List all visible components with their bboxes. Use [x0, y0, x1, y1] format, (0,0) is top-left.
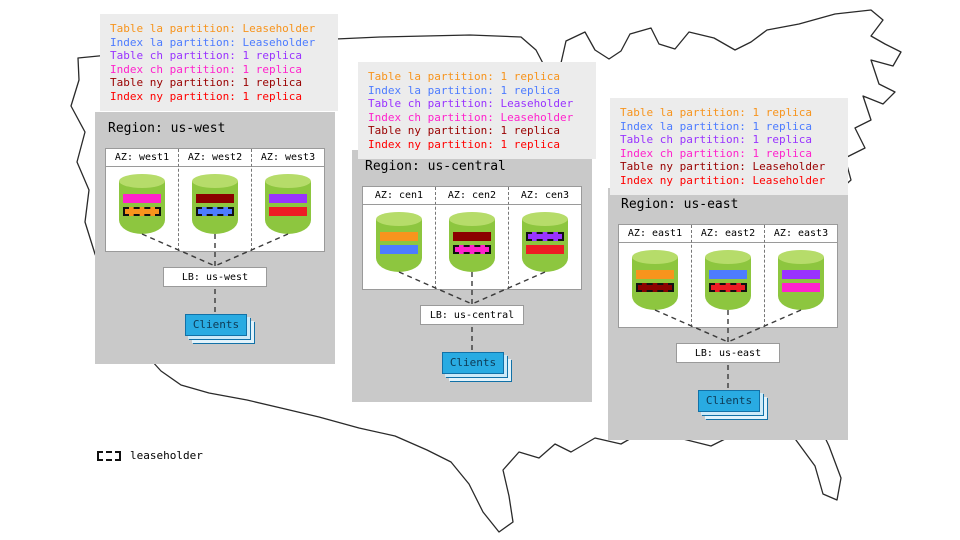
- cylinder-top: [705, 250, 751, 264]
- legend-line: Table ny partition: 1 replica: [368, 124, 561, 137]
- partition-legend-us-west: Table la partition: Leaseholder Index la…: [100, 14, 338, 111]
- legend-line: Table ny partition: 1 replica: [110, 76, 303, 89]
- az-label: AZ: east1: [619, 225, 691, 243]
- replica-bar: [380, 232, 418, 241]
- az-label: AZ: cen2: [436, 187, 508, 205]
- az-container: AZ: west1 AZ: west2 AZ: west3: [105, 148, 325, 252]
- az-container: AZ: cen1 AZ: cen2 AZ: cen3: [362, 186, 582, 290]
- replica-bar: [380, 245, 418, 254]
- replica-bar: [453, 232, 491, 241]
- az-label: AZ: east3: [765, 225, 837, 243]
- leaseholder-legend: leaseholder: [97, 449, 203, 462]
- cylinder-top: [192, 174, 238, 188]
- az-column-west3: AZ: west3: [251, 149, 324, 251]
- legend-line: Index ny partition: Leaseholder: [620, 173, 826, 187]
- partition-legend-us-east: Table la partition: 1 replica Index la p…: [610, 98, 848, 195]
- replica-bar: [526, 245, 564, 254]
- az-container: AZ: east1 AZ: east2 AZ: east3: [618, 224, 838, 328]
- clients-box: Clients: [442, 352, 504, 374]
- az-label: AZ: cen1: [363, 187, 435, 205]
- region-title: Region: us-central: [365, 159, 506, 174]
- legend-line: Index ny partition: 1 replica: [110, 89, 303, 103]
- load-balancer-box: LB: us-central: [420, 305, 524, 325]
- replica-bar: [123, 194, 161, 203]
- replica-bar: [526, 232, 564, 241]
- replica-bar: [636, 270, 674, 279]
- database-node-icon: [192, 174, 238, 234]
- partition-legend-us-central: Table la partition: 1 replica Index la p…: [358, 62, 596, 159]
- cylinder-top: [778, 250, 824, 264]
- database-node-icon: [632, 250, 678, 310]
- database-node-icon: [705, 250, 751, 310]
- az-column-cen2: AZ: cen2: [435, 187, 508, 289]
- region-us-east: Region: us-east AZ: east1 AZ: east2: [608, 188, 848, 440]
- replica-bar: [269, 194, 307, 203]
- database-node-icon: [119, 174, 165, 234]
- az-column-cen3: AZ: cen3: [508, 187, 581, 289]
- replica-bar: [782, 270, 820, 279]
- database-node-icon: [522, 212, 568, 272]
- legend-line: Index ch partition: 1 replica: [110, 62, 303, 76]
- cylinder-top: [632, 250, 678, 264]
- legend-line: Index ch partition: 1 replica: [620, 146, 813, 160]
- az-column-west2: AZ: west2: [178, 149, 251, 251]
- legend-line: Index ch partition: Leaseholder: [368, 110, 574, 124]
- replica-bar: [196, 207, 234, 216]
- legend-line: Index la partition: 1 replica: [620, 119, 813, 133]
- database-node-icon: [376, 212, 422, 272]
- replica-bar: [709, 283, 747, 292]
- region-us-central: Region: us-central AZ: cen1 AZ: cen2: [352, 150, 592, 402]
- legend-line: Table la partition: 1 replica: [620, 106, 813, 119]
- replica-bar: [196, 194, 234, 203]
- region-us-west: Region: us-west AZ: west1 AZ: west2: [95, 112, 335, 364]
- az-column-east3: AZ: east3: [764, 225, 837, 327]
- legend-line: Table la partition: 1 replica: [368, 70, 561, 83]
- replica-bar: [123, 207, 161, 216]
- legend-line: Index la partition: 1 replica: [368, 83, 561, 97]
- az-label: AZ: cen3: [509, 187, 581, 205]
- replica-bar: [782, 283, 820, 292]
- legend-line: Table ny partition: Leaseholder: [620, 160, 826, 173]
- az-label: AZ: west2: [179, 149, 251, 167]
- legend-line: Table ch partition: Leaseholder: [368, 97, 574, 110]
- az-label: AZ: west3: [252, 149, 324, 167]
- az-column-west1: AZ: west1: [106, 149, 178, 251]
- clients-box: Clients: [185, 314, 247, 336]
- az-column-cen1: AZ: cen1: [363, 187, 435, 289]
- az-column-east1: AZ: east1: [619, 225, 691, 327]
- cylinder-top: [376, 212, 422, 226]
- replica-bar: [709, 270, 747, 279]
- legend-line: Index ny partition: 1 replica: [368, 137, 561, 151]
- replica-bar: [269, 207, 307, 216]
- az-label: AZ: west1: [106, 149, 178, 167]
- cylinder-top: [522, 212, 568, 226]
- cylinder-top: [449, 212, 495, 226]
- region-title: Region: us-west: [108, 121, 226, 136]
- database-node-icon: [265, 174, 311, 234]
- cylinder-top: [265, 174, 311, 188]
- replica-bar: [453, 245, 491, 254]
- legend-line: Table ch partition: 1 replica: [620, 133, 813, 146]
- database-node-icon: [449, 212, 495, 272]
- clients-box: Clients: [698, 390, 760, 412]
- legend-line: Table la partition: Leaseholder: [110, 22, 316, 35]
- replica-bar: [636, 283, 674, 292]
- database-node-icon: [778, 250, 824, 310]
- load-balancer-box: LB: us-east: [676, 343, 780, 363]
- legend-line: Index la partition: Leaseholder: [110, 35, 316, 49]
- leaseholder-swatch-icon: [97, 450, 121, 461]
- legend-line: Table ch partition: 1 replica: [110, 49, 303, 62]
- az-label: AZ: east2: [692, 225, 764, 243]
- az-column-east2: AZ: east2: [691, 225, 764, 327]
- cylinder-top: [119, 174, 165, 188]
- region-title: Region: us-east: [621, 197, 739, 212]
- leaseholder-legend-label: leaseholder: [130, 449, 203, 462]
- load-balancer-box: LB: us-west: [163, 267, 267, 287]
